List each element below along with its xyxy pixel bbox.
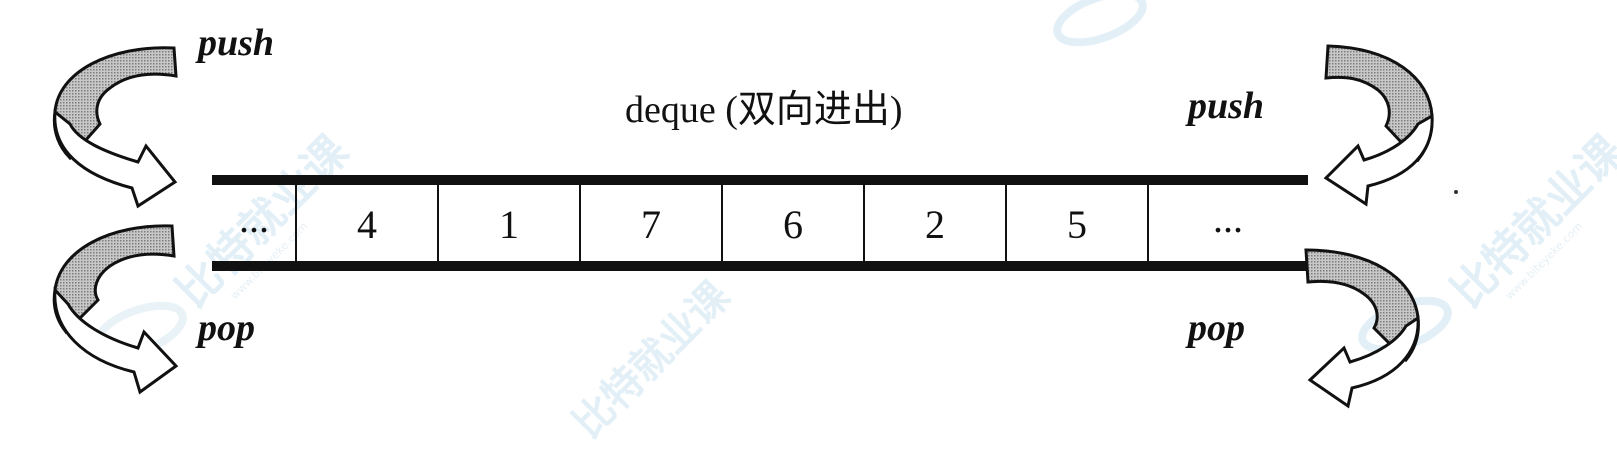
stray-dot <box>1454 190 1458 194</box>
deque-cell-value: 5 <box>1067 202 1087 247</box>
deque-cell-value: 2 <box>925 202 945 247</box>
pop-left-label: pop <box>195 307 255 349</box>
push-right-arrow-icon <box>1323 44 1434 207</box>
pop-right-arrow-icon <box>1304 248 1420 409</box>
diagram-title: deque (双向进出) <box>625 89 903 131</box>
push-left-label: push <box>195 22 274 64</box>
deque-cell-value: 4 <box>357 202 377 247</box>
deque-body: ... 4 1 7 6 2 5... <box>212 175 1308 271</box>
push-right-label: push <box>1185 85 1264 127</box>
cell-dividers <box>295 185 1149 261</box>
watermark-text: 比特就业课 <box>1442 125 1617 317</box>
deque-cell-value: 7 <box>641 202 661 247</box>
push-left-arrow-icon <box>52 46 178 209</box>
cells-group: ... 4 1 7 6 2 5... <box>239 196 1243 247</box>
pop-right-label: pop <box>1185 307 1245 349</box>
pop-left-arrow-icon <box>52 224 179 395</box>
top-rail <box>212 175 1308 185</box>
deque-cell-value: 1 <box>499 202 519 247</box>
watermark-text: 比特就业课 <box>565 272 740 447</box>
deque-cell-value: 6 <box>783 202 803 247</box>
bottom-rail <box>212 261 1308 271</box>
deque-cell-value: ... <box>239 196 269 241</box>
deque-cell-value: ... <box>1213 196 1243 241</box>
